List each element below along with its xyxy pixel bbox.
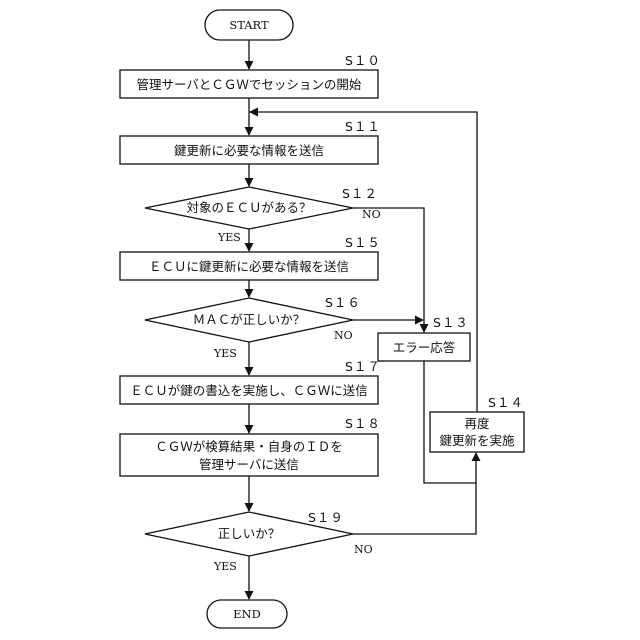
step-s16: S１６ — [325, 295, 361, 310]
process-s15-label: ＥＣＵに鍵更新に必要な情報を送信 — [149, 259, 349, 274]
s12-no-label: NO — [362, 208, 381, 221]
process-s11-label: 鍵更新に必要な情報を送信 — [174, 143, 324, 158]
s16-yes-label: YES — [213, 347, 237, 360]
step-s11: S１１ — [345, 119, 381, 134]
start-label: START — [229, 18, 269, 32]
process-s17-label: ＥＣＵが鍵の書込を実施し、ＣＧＷに送信 — [130, 383, 368, 398]
step-s12: S１２ — [342, 186, 378, 201]
decision-s16-label: ＭＡＣが正しいか？ — [193, 312, 306, 327]
decision-s19-label: 正しいか？ — [218, 526, 281, 541]
step-s14: S１４ — [488, 395, 524, 410]
s16-no-label: NO — [334, 329, 353, 342]
decision-s12-label: 対象のＥＣＵがある？ — [186, 200, 311, 215]
step-s15: S１５ — [345, 235, 381, 250]
process-s14-label-line2: 鍵更新を実施 — [439, 433, 515, 448]
process-s14-label-line1: 再度 — [464, 416, 490, 431]
process-s13-label: エラー応答 — [393, 340, 456, 355]
s19-yes-label: YES — [213, 560, 237, 573]
step-s18: S１８ — [345, 416, 381, 431]
process-s10-label: 管理サーバとＣＧＷでセッションの開始 — [137, 77, 362, 92]
process-s18-label-line1: ＣＧＷが検算結果・自身のＩＤを — [155, 439, 343, 454]
s19-no-label: NO — [354, 543, 373, 556]
step-s17: S１７ — [345, 359, 381, 374]
process-s18-label-line2: 管理サーバに送信 — [199, 457, 299, 472]
step-s13: S１３ — [433, 315, 469, 330]
end-label: END — [233, 607, 261, 621]
step-s10: S１０ — [345, 53, 381, 68]
step-s19: S１９ — [308, 510, 344, 525]
s12-yes-label: YES — [217, 231, 241, 244]
